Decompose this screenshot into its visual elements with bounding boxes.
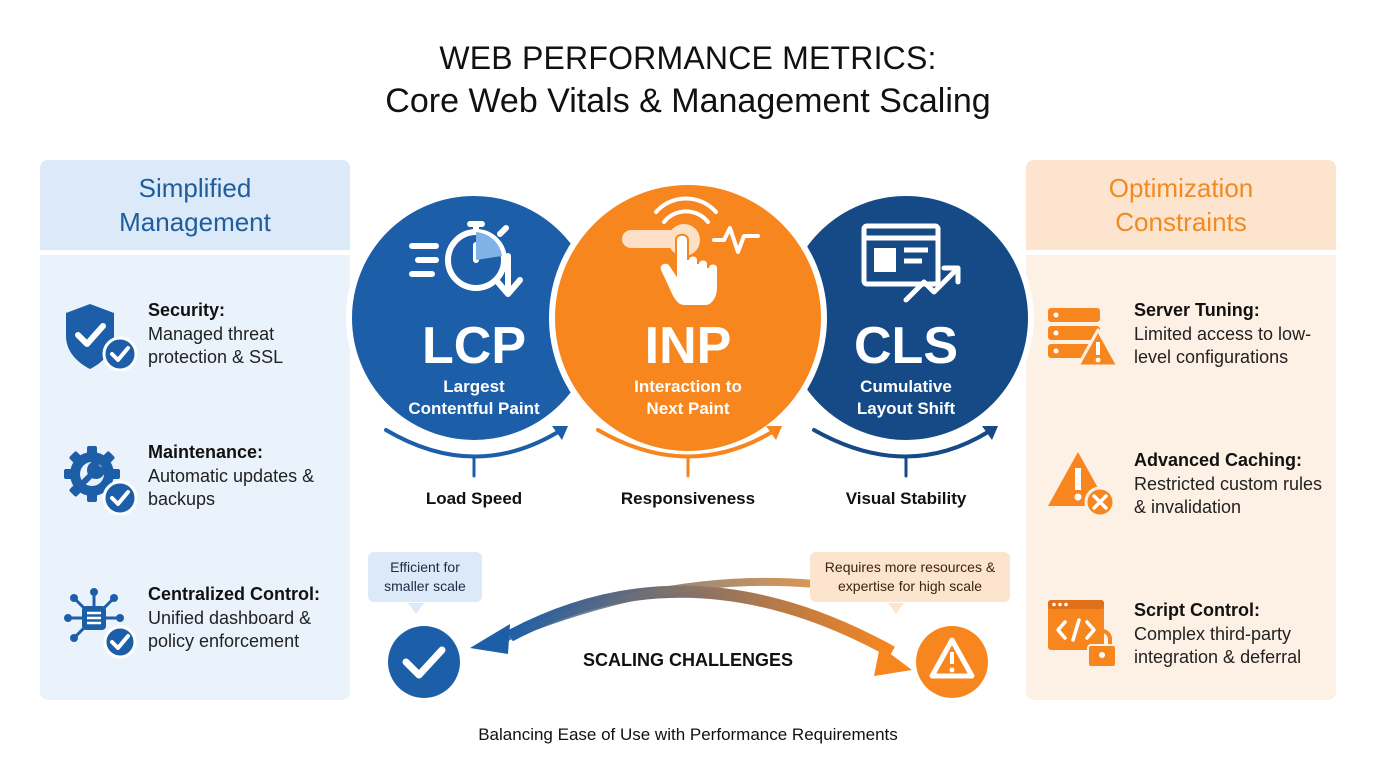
shield-check-icon — [66, 304, 138, 372]
metric-caption-visual-stability: Visual Stability — [845, 489, 967, 508]
feature-title: Script Control: — [1134, 600, 1260, 620]
metric-full-name: Cumulative Layout Shift — [856, 377, 956, 418]
feature-description: Limited access to low-level configuratio… — [1134, 324, 1312, 367]
metric-abbr: CLS — [854, 317, 958, 375]
page-subtitle: Core Web Vitals & Management Scaling — [385, 82, 991, 120]
arrowhead-right — [874, 646, 912, 676]
high-scale-note: Requires more resources & expertise for … — [810, 552, 1010, 602]
feature-title: Security: — [148, 300, 226, 320]
feature-description: Complex third-party integration & deferr… — [1134, 624, 1302, 667]
check-mark — [402, 646, 446, 679]
gear-wrench-icon — [64, 446, 138, 516]
feature-maintenance: Maintenance: Automatic updates & backups — [40, 442, 350, 532]
feature-title: Advanced Caching: — [1134, 450, 1303, 470]
feature-advanced-caching: Advanced Caching: Restricted custom rule… — [1026, 450, 1336, 540]
metric-abbr: LCP — [422, 317, 526, 375]
left-panel-heading: Simplified Management — [40, 160, 350, 250]
warning-triangle — [929, 637, 975, 679]
metric-caption-responsiveness: Responsiveness — [620, 489, 756, 508]
small-scale-note: Efficient for smaller scale — [368, 552, 482, 602]
feature-title: Maintenance: — [148, 442, 264, 462]
arrowhead-left — [470, 624, 510, 654]
feature-title: Centralized Control: — [148, 584, 321, 604]
window-dots — [870, 230, 888, 234]
bubble-right-tail — [888, 603, 904, 614]
feature-description: Unified dashboard & policy enforcement — [148, 608, 312, 651]
divider — [1026, 250, 1336, 255]
metric-arcs — [384, 428, 990, 478]
feature-centralized-control: Centralized Control: Unified dashboard &… — [40, 584, 350, 674]
server-warning-icon — [1048, 308, 1120, 368]
bubble-left-tail — [408, 603, 424, 614]
warning-bang — [950, 652, 954, 664]
inp-label: INP Interaction to Next Paint — [588, 316, 788, 420]
page-title: WEB PERFORMANCE METRICS: — [439, 40, 937, 76]
inp-circle — [549, 179, 827, 457]
arc-arrowheads — [552, 426, 998, 440]
network-hub-icon — [64, 588, 137, 659]
feature-script-control: Script Control: Complex third-party inte… — [1026, 600, 1336, 690]
metric-caption-load-speed: Load Speed — [425, 489, 523, 508]
right-panel-heading-text: Optimization Constraints — [1108, 173, 1254, 237]
metric-abbr: INP — [644, 317, 732, 375]
lcp-label: LCP Largest Contentful Paint — [374, 316, 574, 420]
left-panel-heading-text: Simplified Management — [119, 173, 271, 237]
footer-caption: Balancing Ease of Use with Performance R… — [478, 725, 898, 744]
right-panel-heading: Optimization Constraints — [1026, 160, 1336, 250]
metric-full-name: Interaction to Next Paint — [634, 377, 742, 418]
tap-hand-icon — [622, 196, 760, 307]
check-circle-icon — [388, 626, 460, 698]
feature-description: Automatic updates & backups — [148, 466, 315, 509]
feature-server-tuning: Server Tuning: Limited access to low-lev… — [1026, 300, 1336, 390]
simplified-management-panel: Simplified Management Security: Managed … — [40, 160, 350, 700]
optimization-constraints-panel: Optimization Constraints Server Tuning: … — [1026, 160, 1336, 700]
feature-description: Restricted custom rules & invalidation — [1134, 474, 1323, 517]
metric-full-name: Largest Contentful Paint — [408, 377, 540, 418]
cls-label: CLS Cumulative Layout Shift — [806, 316, 1006, 420]
layout-shift-icon — [861, 223, 961, 303]
stopwatch-fill — [476, 232, 502, 260]
down-arrow-icon — [493, 253, 523, 297]
feature-security: Security: Managed threat protection & SS… — [40, 300, 350, 390]
code-lock-icon — [1048, 600, 1117, 668]
scaling-challenges-label: SCALING CHALLENGES — [582, 650, 793, 670]
feature-title: Server Tuning: — [1134, 300, 1260, 320]
feature-description: Managed threat protection & SSL — [148, 324, 284, 367]
warning-x-icon — [1048, 452, 1116, 518]
divider — [40, 250, 350, 255]
warning-dot — [949, 667, 955, 673]
